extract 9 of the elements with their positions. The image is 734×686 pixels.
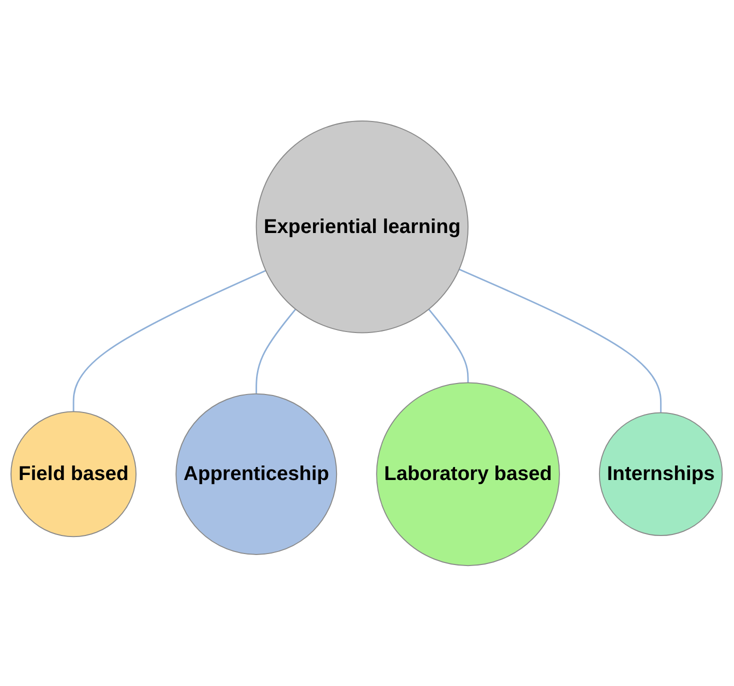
connector (256, 308, 297, 394)
connector (459, 268, 662, 412)
node-circle: Laboratory based (376, 382, 560, 566)
node-circle: Internships (599, 412, 724, 536)
connector (73, 270, 266, 412)
connector (428, 308, 470, 382)
node-circle: Apprenticeship (176, 393, 338, 555)
node-circle: Field based (10, 410, 137, 537)
node-circle: Experiential learning (256, 120, 469, 333)
